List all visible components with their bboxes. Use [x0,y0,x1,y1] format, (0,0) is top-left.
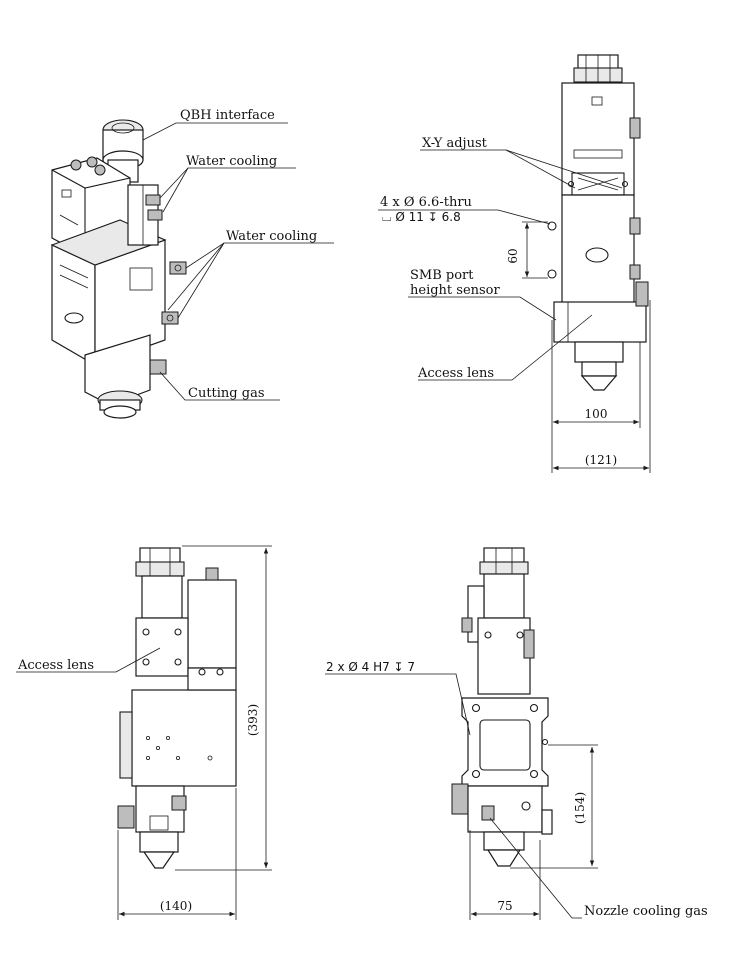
dim-100: 100 [585,407,608,421]
isometric-view [50,119,334,419]
dim-393: (393) [246,704,260,736]
label-access-lens-right: Access lens [417,366,494,381]
dim-154: (154) [573,792,587,824]
iso-leaders [142,122,334,401]
label-water-cooling-2: Water cooling [226,229,317,244]
label-xy-adjust: X-Y adjust [422,136,488,151]
label-smb-port: SMB port [410,268,474,283]
label-cutting-gas: Cutting gas [188,386,265,401]
side-view-top-right [378,54,651,473]
label-height-sensor: height sensor [410,283,501,298]
dim-121: (121) [585,453,617,467]
label-nozzle-cooling-gas: Nozzle cooling gas [584,904,708,919]
dim-75: 75 [497,899,512,913]
label-water-cooling-1: Water cooling [186,154,277,169]
rear-view-bottom-right [325,547,598,920]
dim-140: (140) [160,899,192,913]
dimension-values: 60 100 (121) (393) (140) 75 (154) [160,248,617,913]
label-access-lens-left: Access lens [17,658,94,673]
iso-fittings [145,194,187,375]
labels: QBH interface Water cooling Water coolin… [17,108,708,919]
label-thru-hole: 4 x Ø 6.6-thru [380,195,472,210]
label-counterbore: ⌴ Ø 11 ↧ 6.8 [382,210,461,224]
dim-60: 60 [506,248,520,263]
front-view-bottom-left [16,545,272,920]
label-pin-hole: 2 x Ø 4 H7 ↧ 7 [326,660,415,674]
label-qbh-interface: QBH interface [180,108,275,123]
iso-lower-section [84,334,151,419]
